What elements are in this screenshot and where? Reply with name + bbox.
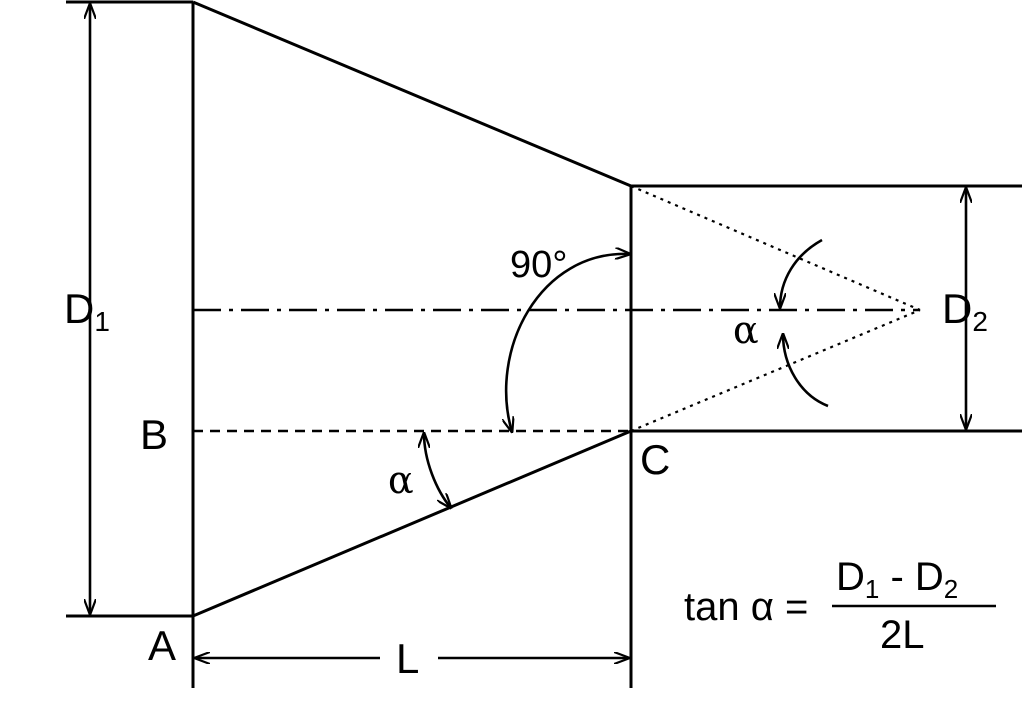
formula-num-d2-sub: 2 bbox=[944, 574, 958, 604]
formula-num-minus: - bbox=[879, 555, 915, 599]
d1-label-subscript: 1 bbox=[94, 306, 110, 337]
alpha-arc-right-lower bbox=[783, 334, 829, 408]
formula-num-d1: D bbox=[836, 555, 865, 599]
formula-num-d2: D bbox=[915, 555, 944, 599]
formula-lhs-text: tan α = bbox=[684, 585, 808, 629]
alpha-lower-label: α bbox=[388, 458, 414, 502]
point-c-label: C bbox=[640, 436, 670, 483]
angle-90-label: 90° bbox=[510, 244, 567, 286]
length-l-label: L bbox=[396, 635, 419, 682]
d2-label-main: D bbox=[942, 285, 972, 332]
formula-lhs: tan α = bbox=[684, 585, 808, 629]
dotted-taper-top bbox=[630, 184, 921, 312]
point-b-label: B bbox=[140, 411, 168, 458]
d2-label: D2 bbox=[942, 285, 988, 337]
d1-label-main: D bbox=[64, 285, 94, 332]
formula-denominator: 2L bbox=[880, 613, 925, 657]
right-angle-arc bbox=[506, 254, 630, 432]
alpha-right-label: α bbox=[733, 308, 759, 352]
formula-num-d1-sub: 1 bbox=[865, 574, 879, 604]
formula-numerator: D1 - D2 bbox=[836, 555, 958, 604]
d1-label: D1 bbox=[64, 285, 110, 337]
dotted-taper-bottom bbox=[630, 308, 921, 433]
d2-label-subscript: 2 bbox=[972, 306, 988, 337]
alpha-arc-right-upper bbox=[780, 238, 823, 308]
alpha-arc-lower bbox=[424, 433, 451, 508]
point-a-label: A bbox=[148, 622, 176, 669]
bottom-taper-edge bbox=[192, 429, 632, 618]
top-taper-edge bbox=[192, 0, 632, 188]
